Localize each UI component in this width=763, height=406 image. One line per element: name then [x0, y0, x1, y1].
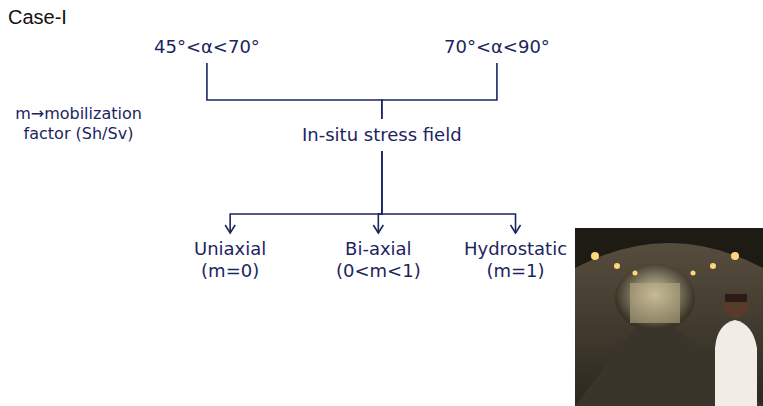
slide-title: Case-I	[8, 6, 67, 29]
node-text: Uniaxial	[194, 238, 266, 260]
connector	[382, 151, 521, 233]
node-text: Bi-axial	[336, 238, 421, 260]
connector	[207, 63, 382, 119]
connector	[225, 151, 382, 233]
node-text: (m=0)	[194, 260, 266, 282]
diagram-node: 70°<α<90°	[440, 34, 554, 60]
diagram-node: Hydrostatic(m=1)	[460, 236, 571, 284]
node-text: Hydrostatic	[464, 238, 567, 260]
lecturer-video-inset	[575, 228, 763, 406]
connector	[382, 63, 497, 119]
side-note: m→mobilization factor (Sh/Sv)	[6, 104, 151, 144]
node-text: 70°<α<90°	[444, 36, 550, 58]
node-text: 45°<α<70°	[154, 36, 260, 58]
diagram-node: Bi-axial(0<m<1)	[332, 236, 425, 284]
diagram-node: 45°<α<70°	[150, 34, 264, 60]
node-text: (0<m<1)	[336, 260, 421, 282]
diagram-node: Uniaxial(m=0)	[190, 236, 270, 284]
node-text: In-situ stress field	[302, 124, 462, 146]
diagram-node: In-situ stress field	[298, 122, 466, 148]
node-text: (m=1)	[464, 260, 567, 282]
